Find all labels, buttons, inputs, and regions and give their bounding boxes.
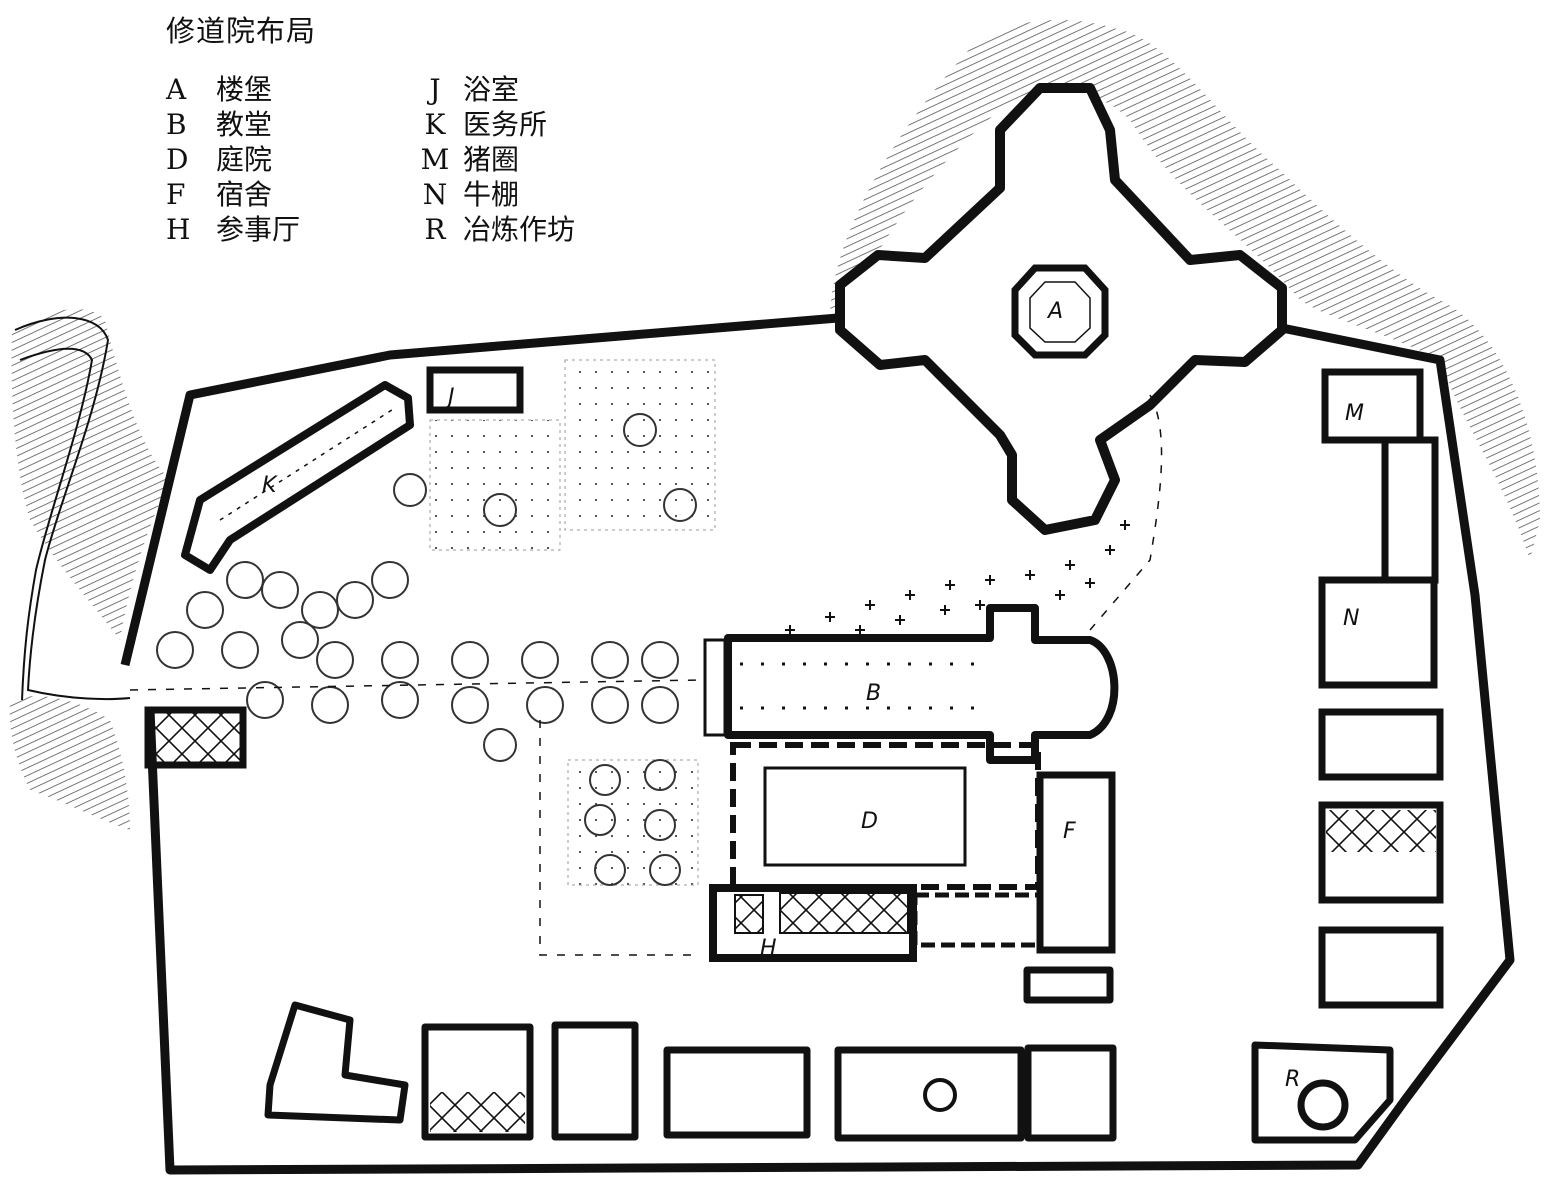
legend-item-j: J 浴室 xyxy=(407,72,575,107)
pigsty-m xyxy=(1321,368,1424,444)
legend-label: 医务所 xyxy=(463,108,548,141)
paths xyxy=(129,394,1163,956)
legend-item-k: K 医务所 xyxy=(407,107,575,142)
latrine xyxy=(1023,966,1114,1004)
plan-label-m: M xyxy=(1345,401,1364,426)
legend-item-n: N 牛棚 xyxy=(407,177,575,212)
legend-key: K xyxy=(424,108,446,141)
plan-label-k: K xyxy=(262,473,278,498)
forge-r xyxy=(1251,1041,1394,1144)
south-range xyxy=(264,966,1394,1144)
chapter-house-h xyxy=(709,884,1043,962)
workshop-3 xyxy=(551,1021,639,1141)
legend-label: 冶炼作坊 xyxy=(463,213,576,246)
plan-label-r: R xyxy=(1285,1067,1300,1092)
bath-house-j xyxy=(426,366,524,414)
plan-label-h: H xyxy=(760,936,777,961)
workshop-5 xyxy=(834,1046,1025,1142)
legend-key: M xyxy=(420,143,450,176)
river-bank-outer xyxy=(14,316,131,701)
castle-keep-a xyxy=(835,83,1287,535)
store-2-vault xyxy=(1326,810,1436,852)
legend-column-right: J 浴室 K 医务所 M 猪圈 N 牛棚 R 冶炼作坊 xyxy=(407,72,575,247)
legend-key: A xyxy=(166,73,187,106)
legend-label: 参事厅 xyxy=(216,213,301,246)
cow-stable-n xyxy=(1318,576,1438,689)
plan-label-j: J xyxy=(444,385,455,410)
legend-key: B xyxy=(166,108,187,141)
legend-item-m: M 猪圈 xyxy=(407,142,575,177)
legend-item-b: B 教堂 xyxy=(166,107,300,142)
legend-label: 楼堡 xyxy=(216,73,273,106)
cloister-courtyard-d xyxy=(730,742,1041,890)
hillside-hatching xyxy=(9,20,1540,830)
herb-garden xyxy=(429,419,561,551)
legend-key: H xyxy=(166,213,191,246)
workshop-4 xyxy=(663,1046,811,1139)
legend-label: 宿舍 xyxy=(216,178,273,211)
legend-key: D xyxy=(166,143,189,176)
east-range xyxy=(1318,368,1444,1009)
legend-label: 教堂 xyxy=(216,108,273,141)
plan-label-b: B xyxy=(866,681,881,706)
dormitory-f xyxy=(1036,771,1116,954)
legend-label: 庭院 xyxy=(216,143,273,176)
legend-column-left: A 楼堡 B 教堂 D 庭院 F 宿舍 H 参事厅 xyxy=(166,72,300,247)
mill-wheel xyxy=(923,1078,957,1112)
cemetery-crosses xyxy=(785,520,1130,635)
legend-label: 浴室 xyxy=(463,73,520,106)
legend-label: 猪圈 xyxy=(463,143,520,176)
legend-key: N xyxy=(422,178,448,211)
legend-key: J xyxy=(429,73,441,106)
workshop-6 xyxy=(1024,1044,1117,1142)
orchard-trees xyxy=(156,413,697,886)
legend-item-a: A 楼堡 xyxy=(166,72,300,107)
store-1 xyxy=(1318,708,1444,781)
legend-item-f: F 宿舍 xyxy=(166,177,300,212)
legend-item-d: D 庭院 xyxy=(166,142,300,177)
store-3 xyxy=(1318,926,1444,1009)
legend-item-h: H 参事厅 xyxy=(166,212,300,247)
plan-label-f: F xyxy=(1063,819,1076,844)
enclosure-wall xyxy=(120,313,1515,1175)
legend-title: 修道院布局 xyxy=(166,14,317,48)
workshop-1 xyxy=(264,1001,409,1124)
plan-label-a: A xyxy=(1046,299,1063,324)
gatehouse xyxy=(144,706,247,769)
plan-label-n: N xyxy=(1343,606,1359,631)
infirmary-k xyxy=(181,381,414,574)
stable-wing xyxy=(1381,436,1439,584)
legend-key: F xyxy=(166,178,186,211)
workshop-2-vault xyxy=(430,1092,525,1132)
legend-key: R xyxy=(424,213,446,246)
legend-label: 牛棚 xyxy=(463,178,520,211)
plan-label-d: D xyxy=(861,809,878,834)
legend-item-r: R 冶炼作坊 xyxy=(407,212,575,247)
church-b xyxy=(703,604,1119,764)
forge-furnace xyxy=(1297,1079,1349,1131)
river-bank-inner xyxy=(19,347,94,701)
